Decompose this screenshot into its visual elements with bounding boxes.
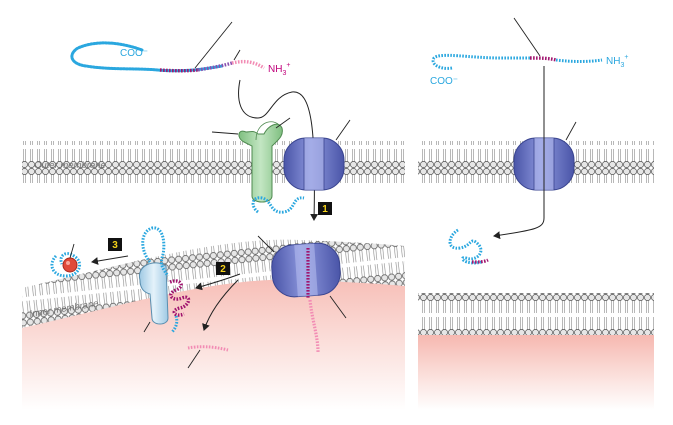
precursor-protein-right [431,53,603,70]
step-3-arrow [91,255,129,265]
leader-line-2 [233,49,241,61]
inner-channel-leader-2 [329,295,347,319]
leader-line-right [513,17,541,57]
receptor-leader-2 [275,117,291,129]
channel-right-leader [565,121,577,141]
intermembrane-chain [251,196,305,214]
folded-protein-left [50,252,82,278]
import-receptor-icon [238,121,283,203]
chaperone-icon [62,257,78,273]
chain-below-peptidase [170,315,179,334]
cooh-label-right: COO⁻ [430,76,458,87]
precursor-protein [70,41,265,73]
signal-peptidase-icon [138,262,169,325]
chaperone-leader [69,243,75,259]
folded-protein-right [448,228,489,265]
chain-loop-above-peptidase [141,226,170,277]
outer-membrane-label: Outer membrane [34,160,106,171]
cooh-label-left: COO⁻ [120,48,148,59]
nh3-label-left: NH3+ [268,62,290,77]
svg-text:1: 1 [322,204,328,215]
step-2-arrow-down [202,279,239,331]
presequence-in-matrix [308,299,320,353]
svg-text:3: 3 [112,240,118,251]
step-2-marker: 2 [216,262,230,275]
inner-membrane-right [418,293,654,335]
translocase-channel-icon [283,137,345,191]
import-path-right [493,66,545,240]
step-2-arrow-left [195,273,241,291]
inner-channel-leader [257,235,275,253]
outer-channel-leader [335,119,351,141]
svg-text:2: 2 [220,264,226,275]
leader-line-1 [194,21,233,69]
step-1-marker: 1 [318,202,332,215]
inner-translocase-channel-icon [271,242,341,298]
peptidase-leader [143,321,151,333]
receptor-leader [211,131,239,135]
matrix-region-right [418,335,654,410]
presequence-leader [187,349,201,369]
nh3-label-right: NH3+ [606,54,628,69]
step-3-marker: 3 [108,238,122,251]
cleaved-presequence [187,345,229,352]
